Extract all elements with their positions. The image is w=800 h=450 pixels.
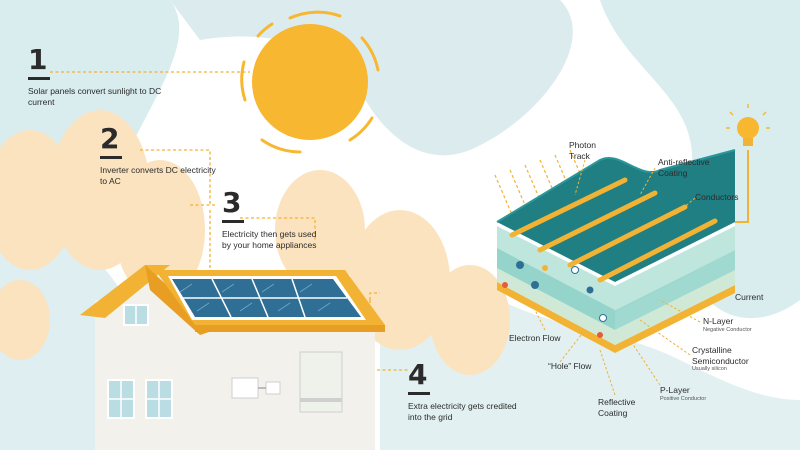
step-number: 2 [100,122,120,155]
step-1: 1 Solar panels convert sunlight to DC cu… [28,45,178,108]
solar-cell-diagram [494,104,770,396]
background-blob-top [170,0,573,156]
trees [0,110,510,375]
inverter-small [265,381,281,395]
p-layer-title: P-Layer [660,385,690,395]
step-text: Solar panels convert sunlight to DC curr… [28,86,162,107]
n-layer-title: N-Layer [703,316,734,326]
current-wire [735,150,749,223]
reflective-coating-label: Reflective Coating [598,397,636,418]
step-underline [100,156,122,159]
house-right-wall [190,320,375,450]
crystalline-label: Crystalline Semiconductor Usually silico… [692,345,762,373]
step-2: 2 Inverter converts DC electricity to AC [100,124,220,187]
crystalline-title: Crystalline Semiconductor [692,345,749,366]
n-layer-label: N-Layer Negative Conductor [703,316,752,334]
tree [430,265,510,375]
roof-edge [195,325,385,332]
light-bulb-icon [726,104,770,146]
sun-icon [240,10,380,154]
step-text: Electricity then gets used by your home … [222,229,317,250]
step-4: 4 Extra electricity gets credited into t… [408,360,528,423]
tree [0,280,50,360]
crystalline-subtitle: Usually silicon [692,366,727,372]
step-underline [408,392,430,395]
step-text: Inverter converts DC electricity to AC [100,165,216,186]
current-label: Current [735,292,764,302]
tree [275,170,365,290]
photon-track-label: Photon Track [569,140,596,161]
n-layer-subtitle: Negative Conductor [703,326,752,333]
step-number: 3 [222,186,242,219]
anti-reflective-top [497,150,735,282]
roof-left [80,265,170,318]
anti-reflective-label: Anti-reflective Coating [658,157,710,178]
solar-panel [168,276,366,320]
house-left-wall [95,300,205,450]
p-layer [497,268,735,345]
conductors-label: Conductors [695,192,739,202]
hole-flow-label: “Hole” Flow [548,361,592,371]
step-number: 4 [408,358,428,391]
electron-flow-label: Electron Flow [509,333,561,343]
p-layer-subtitle: Positive Conductor [660,395,707,402]
electric-panel [299,351,343,413]
step-underline [28,77,50,80]
step-3: 3 Electricity then gets used by your hom… [222,188,322,251]
house [80,265,385,450]
particles [502,261,607,338]
inverter-box [231,377,259,399]
step-underline [222,220,244,223]
tree [115,160,205,300]
p-layer-label: P-Layer Positive Conductor [660,385,706,403]
step-number: 1 [28,43,48,76]
step-text: Extra electricity gets credited into the… [408,401,517,422]
conductors [509,177,718,283]
